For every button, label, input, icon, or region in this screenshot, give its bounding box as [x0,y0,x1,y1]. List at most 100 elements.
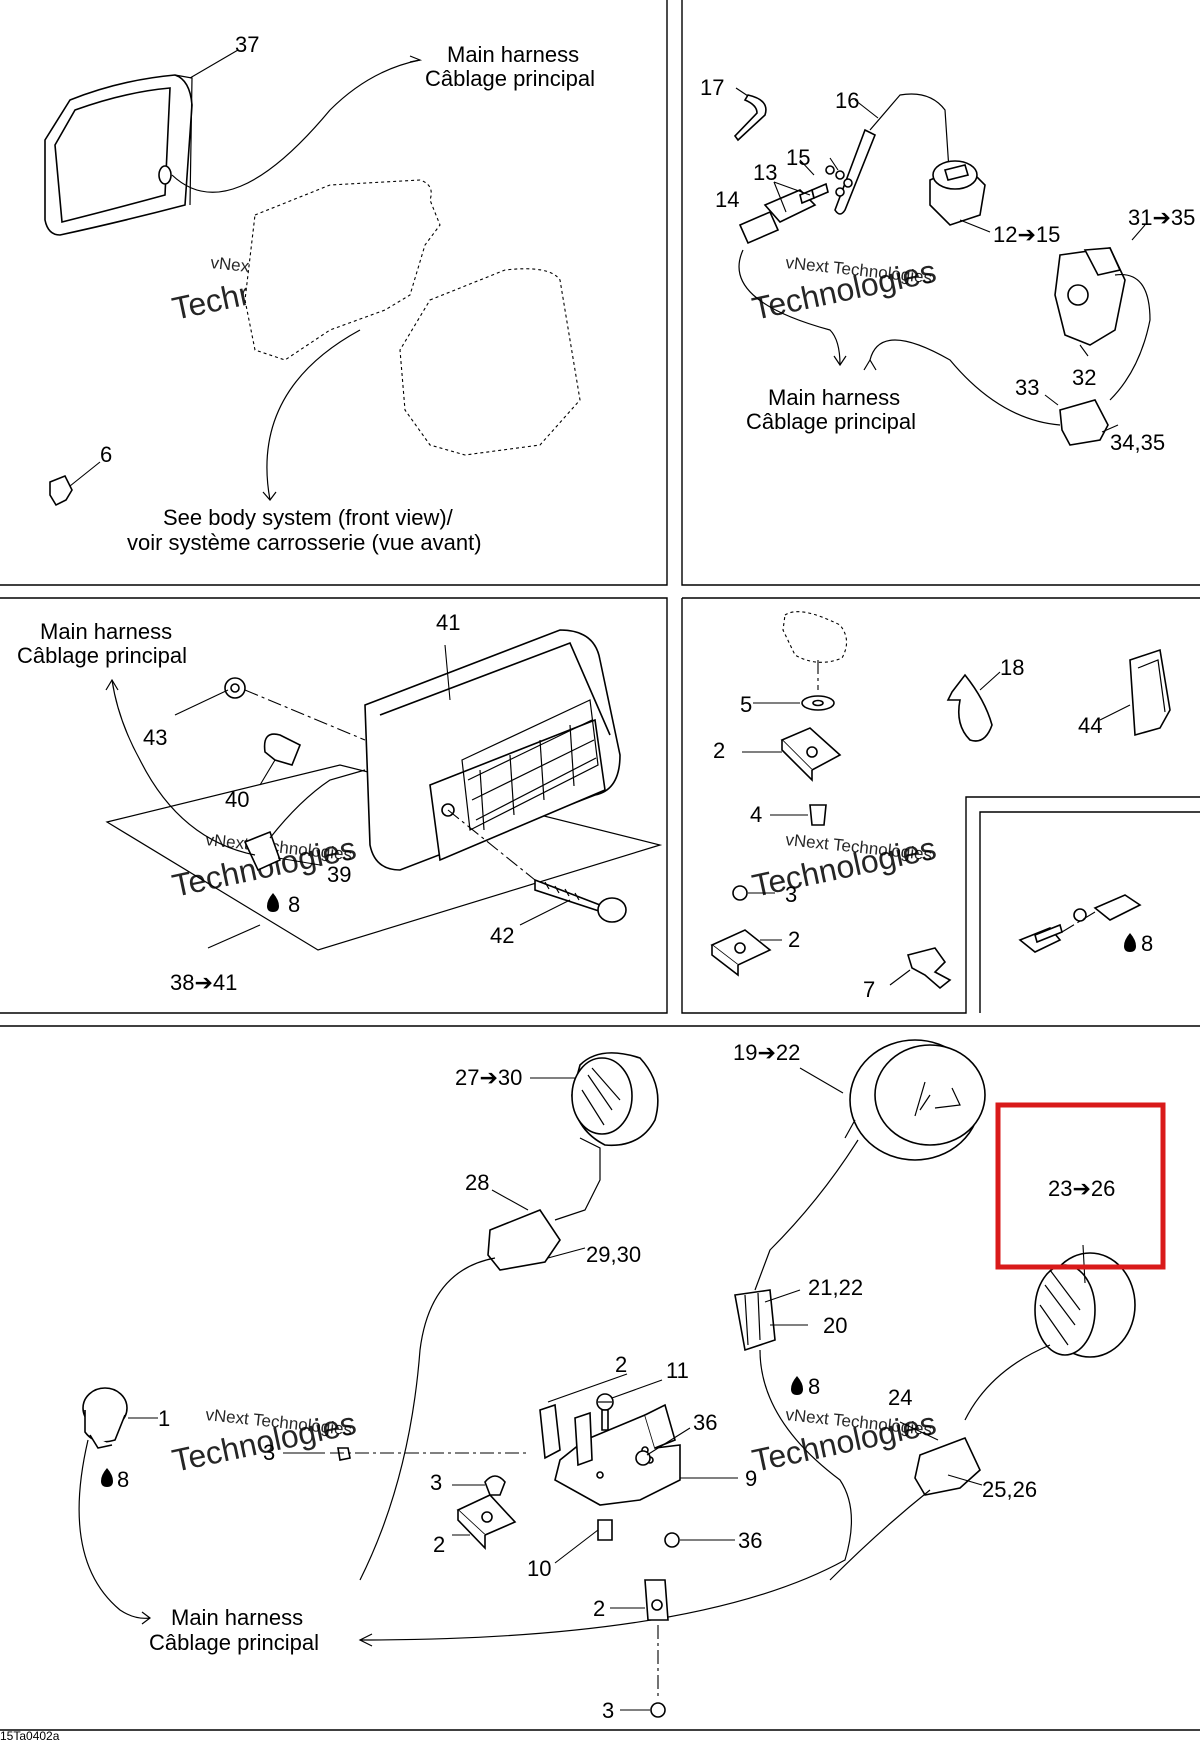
callout-2: 2 [593,1596,605,1621]
caption-main-harness: Main harness [40,619,172,644]
panel-hardware: 5 18 44 2 4 3 2 7 8 [710,611,1171,1002]
caption-main-harness: Main harness [447,42,579,67]
callout-44: 44 [1078,713,1102,738]
callout-37: 37 [235,32,259,57]
screw-part [650,1702,666,1718]
callout-29-30: 29,30 [586,1242,641,1267]
caption-main-harness: Main harness [171,1605,303,1630]
gauge-connector-part [734,1289,776,1352]
drop-icon [267,893,279,912]
caption-voir-systeme: voir système carrosserie (vue avant) [127,530,482,555]
handlebar-switch-part [1054,247,1151,401]
caption-see-body-system: See body system (front view)/ [163,505,454,530]
drop-icon [101,1468,113,1487]
headlamp-housing-phantom [244,179,441,361]
callout-8: 8 [288,892,300,917]
caption-cablage-principal: Câblage principal [17,643,187,668]
screw-part [534,878,627,923]
callout-4: 4 [750,802,762,827]
callout-19-22: 19➔22 [733,1040,800,1065]
callout-40: 40 [225,787,249,812]
panel-taillight: 41 43 40 39 8 42 38➔41 Main harness Câbl… [17,610,663,995]
vertical-clip-part [539,1403,561,1460]
callout-8: 8 [117,1467,129,1492]
tail-lamp-part [364,629,621,871]
callout-36: 36 [693,1410,717,1435]
callout-8: 8 [1141,931,1153,956]
stud-part [809,804,827,826]
drawing-code: 15Ta0402a [0,1729,60,1740]
callout-6: 6 [100,442,112,467]
nut-part [664,1532,680,1548]
plug-connector-part [1059,399,1109,446]
callout-11: 11 [666,1358,689,1383]
caption-main-harness: Main harness [768,385,900,410]
callout-1: 1 [158,1406,170,1431]
screw-part [732,885,748,901]
caption-cablage-principal: Câblage principal [746,409,916,434]
panel-switch: 17 16 15 13 14 12➔15 31➔35 32 33 34,35 M… [700,75,1195,455]
callout-3: 3 [430,1470,442,1495]
connector-part [487,1209,561,1271]
mounting-plane [105,764,663,951]
caption-cablage-principal: Câblage principal [149,1630,319,1655]
callout-2: 2 [433,1532,445,1557]
socket-part [243,830,282,872]
callout-3: 3 [263,1440,275,1465]
grommet-phantom [782,611,848,663]
drop-icon [791,1376,803,1395]
panel-gauges: 27➔30 19➔22 28 29,30 21,22 20 8 24 25,26… [78,1039,1136,1723]
tachometer-part [754,1039,986,1291]
callout-38-41: 38➔41 [170,970,237,995]
callout-18: 18 [1000,655,1024,680]
highlight-box [995,1102,1166,1270]
callout-2: 2 [788,927,800,952]
clip-part [49,474,73,507]
callout-25-26: 25,26 [982,1477,1037,1502]
callout-2: 2 [615,1352,627,1377]
callout-34-35: 34,35 [1110,430,1165,455]
callout-31-35: 31➔35 [1128,205,1195,230]
callout-20: 20 [823,1313,847,1338]
callout-36: 36 [738,1528,762,1553]
callout-27-30: 27➔30 [455,1065,522,1090]
callout-10: 10 [527,1556,551,1581]
connector-pins-part [738,165,853,245]
callout-13: 13 [753,160,777,185]
callout-17: 17 [700,75,724,100]
spacer-part [597,1519,613,1541]
drop-icon [1124,933,1136,952]
mounting-bracket-part [554,1403,681,1506]
callout-5: 5 [740,692,752,717]
highlight-callout: 23➔26 [995,1102,1166,1270]
caption-cablage-principal: Câblage principal [425,66,595,91]
screw-part [484,1475,506,1496]
callout-41: 41 [436,610,460,635]
small-gauge-part [554,1052,659,1221]
callout-33: 33 [1015,375,1039,400]
callout-28: 28 [465,1170,489,1195]
headlamp-part [44,74,193,236]
bulb-part [263,733,302,766]
callout-9: 9 [745,1466,757,1491]
tie-strap-part [733,94,767,142]
callout-21-22: 21,22 [808,1275,863,1300]
screw-part [337,1447,351,1461]
headlamp-cover-phantom [399,268,581,456]
callout-42: 42 [490,923,514,948]
callout-15: 15 [786,145,810,170]
key-switch-part [929,160,986,226]
nut-part [635,1450,651,1466]
meter-connector-part [914,1436,981,1496]
callout-24: 24 [888,1385,912,1410]
callout-8: 8 [808,1374,820,1399]
callout-2: 2 [713,738,725,763]
callout-32: 32 [1072,365,1096,390]
pilot-lamp-part [82,1387,128,1449]
callout-43: 43 [143,725,167,750]
callout-23-26: 23➔26 [1048,1176,1115,1201]
cable-tie-part [946,673,993,742]
callout-39: 39 [327,862,351,887]
